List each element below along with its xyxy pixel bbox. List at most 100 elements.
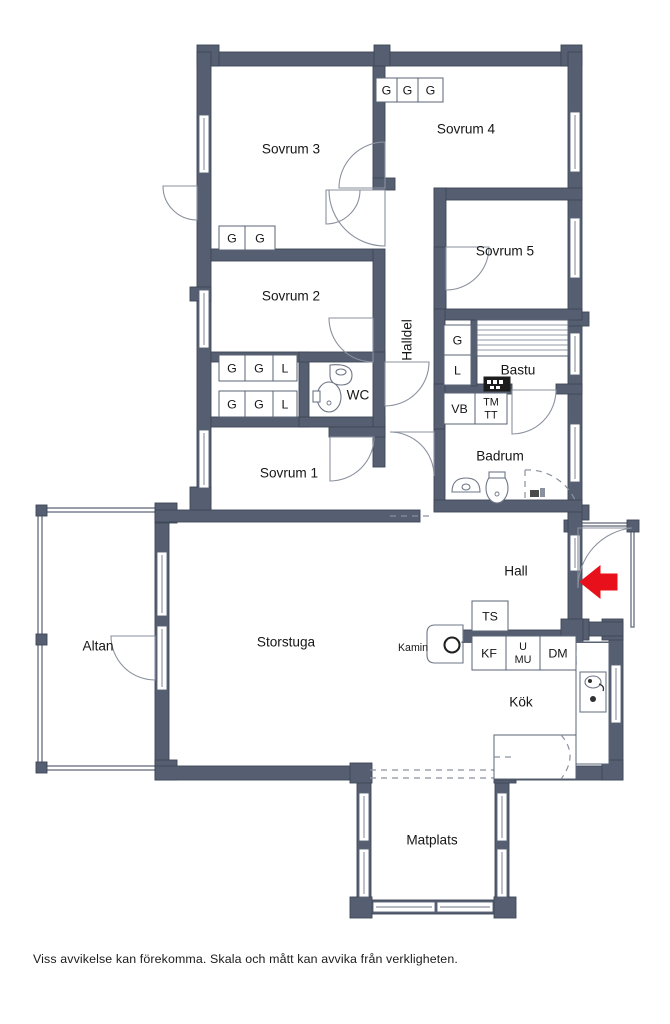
cabinet-label: G [426, 83, 436, 97]
cabinet-label: G [254, 361, 264, 375]
cabinet-box [218, 354, 246, 382]
cabinet-box [272, 390, 298, 418]
cabinet-label-2: TT [484, 409, 498, 421]
cabinet-label: TM [483, 396, 499, 408]
window-storstuga-west-upper [156, 551, 168, 617]
kitchen-sink-icon [579, 671, 607, 713]
room-label-sovrum2: Sovrum 2 [262, 289, 320, 304]
cabinet-label: VB [451, 402, 468, 416]
room-label-halldel: Halldel [400, 319, 415, 361]
room-label-wc: WC [347, 388, 370, 403]
window-storstuga-west-lower [156, 625, 168, 691]
cabinet-c-s1-c: L [272, 354, 298, 382]
sauna-heater-icon [483, 376, 511, 392]
cabinet-box [471, 635, 507, 671]
room-label-sovrum4: Sovrum 4 [437, 122, 496, 137]
window-sovrum3-left [198, 114, 210, 174]
cabinet-box [244, 225, 276, 251]
room-label-storstuga: Storstuga [257, 635, 316, 650]
window-sovrum2-left [198, 289, 210, 349]
cabinet-box [417, 77, 444, 103]
room-label-sovrum5: Sovrum 5 [476, 244, 534, 259]
cabinet-box [272, 354, 298, 382]
sauna-benches [476, 319, 569, 357]
room-label-sovrum3: Sovrum 3 [262, 142, 320, 157]
cabinet-label: G [227, 231, 237, 245]
cabinet-box [443, 354, 472, 386]
window-kok-right [610, 664, 622, 724]
cabinet-c-s3-c: G [417, 77, 444, 103]
plan-background [0, 0, 670, 940]
window-sovrum1-left [198, 429, 210, 489]
cabinet-c-s1-d: G [218, 390, 246, 418]
windows [156, 111, 622, 913]
window-matplats-west-upper [358, 792, 370, 842]
window-hall-right [569, 534, 581, 572]
doors [110, 141, 633, 681]
wc-sink-icon [329, 364, 353, 386]
cabinet-label: L [282, 361, 289, 375]
window-badrum-right [569, 423, 581, 483]
floor-plan-drawing: .wall { fill: #555F71; stroke: #3E4657; … [0, 0, 670, 940]
cabinet-c-s2-b: G [244, 225, 276, 251]
cabinet-box [505, 635, 541, 671]
cabinet-box [218, 390, 246, 418]
cabinet-label: G [255, 231, 265, 245]
badrum-accessory-icon [530, 488, 545, 497]
cabinet-label-2: MU [515, 654, 532, 666]
cabinet-c-ba-vb: VB [443, 392, 476, 425]
cabinet-c-k-umu: UMU [505, 635, 541, 671]
cabinet-c-s1-a: G [218, 354, 246, 382]
cabinet-c-ba-g: G [443, 324, 472, 356]
room-label-badrum: Badrum [476, 449, 524, 464]
window-sovrum5-right [569, 217, 581, 279]
cabinet-box [471, 600, 509, 632]
cabinet-label: L [454, 363, 461, 377]
openings [370, 515, 500, 779]
cabinet-c-s3-a: G [375, 77, 398, 103]
room-label-matplats: Matplats [406, 833, 458, 848]
cabinet-box [244, 354, 274, 382]
room-label-kok: Kök [509, 695, 533, 710]
cabinet-box [539, 635, 577, 671]
window-matplats-east-lower [496, 848, 508, 898]
entrance-arrow-icon [579, 564, 618, 600]
cabinet-c-s1-f: L [272, 390, 298, 418]
cabinet-label: G [227, 361, 237, 375]
cabinet-label: G [382, 83, 392, 97]
cabinet-c-k-kf: KF [471, 635, 507, 671]
badrum-sink-icon [451, 477, 481, 493]
cabinet-label: KF [481, 646, 497, 660]
interior-walls [210, 65, 584, 643]
cabinet-label: G [453, 333, 463, 347]
window-sovrum4-right [569, 111, 581, 173]
cabinet-box [474, 392, 508, 425]
window-bastu-right [569, 332, 581, 376]
cabinet-c-s1-b: G [244, 354, 274, 382]
cabinet-c-k-ts: TS [471, 600, 509, 632]
cabinet-c-s2-a: G [218, 225, 246, 251]
room-label-bastu: Bastu [501, 363, 536, 378]
badrum-toilet-icon [485, 471, 509, 504]
cabinet-label: G [227, 397, 237, 411]
window-matplats-west-lower [358, 848, 370, 898]
room-label-kamin: Kamin [398, 642, 428, 654]
cabinet-c-s1-e: G [244, 390, 274, 418]
cabinet-label: L [282, 397, 289, 411]
cabinet-label: G [403, 83, 413, 97]
room-label-altan: Altan [83, 639, 114, 654]
room-label-hall: Hall [504, 564, 527, 579]
cabinet-label: U [519, 641, 527, 653]
kamin-stove-icon [426, 624, 464, 664]
window-matplats-south-right [436, 901, 494, 913]
window-matplats-east-upper [496, 792, 508, 842]
cabinet-c-ba-l: L [443, 354, 472, 386]
cabinet-c-s3-b: G [396, 77, 419, 103]
badrum-shower-arc [524, 469, 576, 501]
disclaimer-note: Viss avvikelse kan förekomma. Skala och … [33, 952, 458, 966]
cabinet-label: G [254, 397, 264, 411]
